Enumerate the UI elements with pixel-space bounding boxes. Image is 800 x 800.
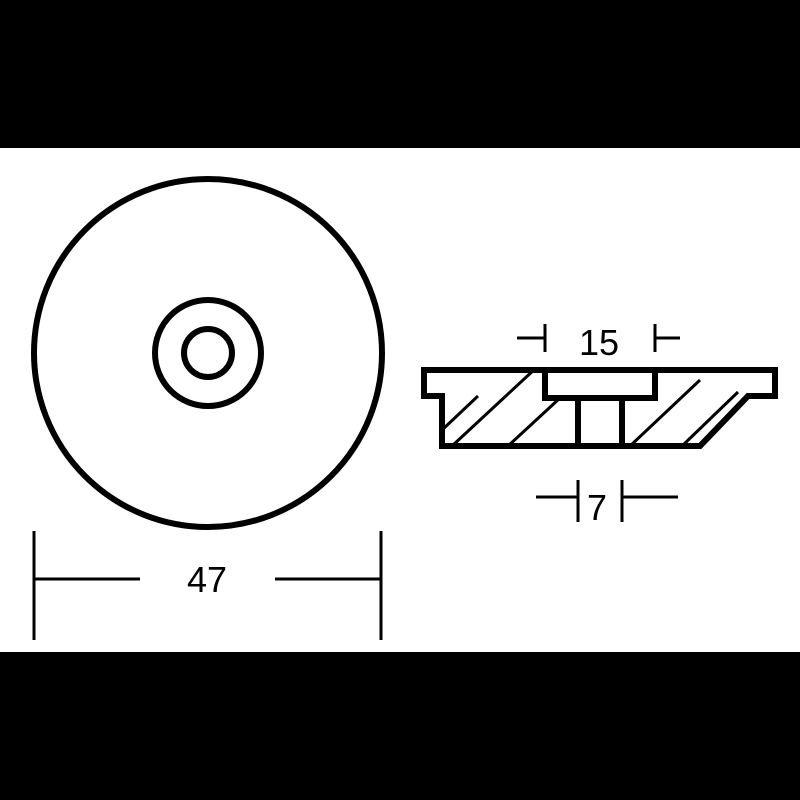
section-recess bbox=[542, 370, 658, 401]
hatch-line bbox=[506, 396, 562, 448]
anode-outer-circle bbox=[31, 176, 385, 530]
bottom-black-band bbox=[0, 652, 800, 800]
bolt-hole-circle bbox=[181, 326, 235, 380]
section-view bbox=[421, 366, 778, 449]
recess-width-dimension bbox=[517, 324, 680, 352]
bolt-hole-dimension bbox=[536, 480, 678, 522]
hatch-line bbox=[450, 366, 538, 448]
diameter-label: 47 bbox=[187, 559, 227, 600]
hatch-line bbox=[440, 394, 480, 432]
section-outline bbox=[421, 367, 778, 449]
section-hatching bbox=[440, 366, 740, 448]
recess-width-label: 15 bbox=[579, 322, 619, 363]
bolt-hole-label: 7 bbox=[587, 487, 607, 528]
paper-background bbox=[0, 148, 800, 652]
hatch-line bbox=[680, 390, 740, 448]
recess-circle bbox=[152, 297, 264, 409]
technical-drawing: 47 bbox=[0, 148, 800, 652]
diameter-dimension bbox=[32, 531, 383, 640]
front-view bbox=[31, 176, 385, 530]
hatch-line bbox=[628, 378, 702, 448]
